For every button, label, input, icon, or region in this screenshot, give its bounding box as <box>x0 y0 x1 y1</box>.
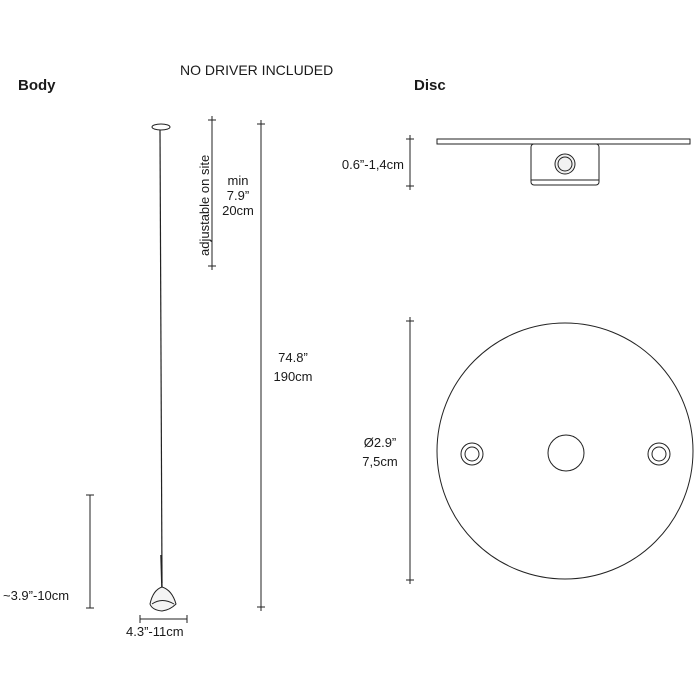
disc-diameter-cm: 7,5cm <box>362 454 398 469</box>
disc-title: Disc <box>414 77 446 94</box>
disc-thickness-label: 0.6”-1,4cm <box>341 157 404 172</box>
dim-head-height-line <box>86 494 94 609</box>
notice-no-driver: NO DRIVER INCLUDED <box>180 62 334 78</box>
min-cm: 20cm <box>222 203 254 218</box>
dim-disc-thickness-line <box>406 135 414 190</box>
adjustable-label: adjustable on site <box>197 154 212 256</box>
dim-total-height-line <box>257 120 265 611</box>
disc-center-hole <box>547 434 585 472</box>
dim-head-width-line <box>139 615 188 623</box>
dim-disc-diameter-line <box>406 317 414 584</box>
disc-diameter-inches: Ø2.9” <box>363 435 397 450</box>
total-height-inches: 74.8” <box>278 350 308 365</box>
body-title: Body <box>18 77 56 94</box>
disc-side-plate <box>436 138 691 145</box>
min-label: min <box>227 173 249 188</box>
body-lamp-head <box>149 586 177 612</box>
head-width-label: 4.3”-11cm <box>126 624 184 639</box>
total-height-cm: 190cm <box>273 369 313 384</box>
body-cable <box>159 129 163 584</box>
dim-adjustable-line <box>208 116 216 270</box>
head-height-label: ~3.9”-10cm <box>3 588 70 603</box>
disc-top-circle <box>436 322 694 580</box>
min-inches: 7.9” <box>226 188 250 203</box>
disc-right-screw <box>647 442 671 466</box>
disc-left-screw <box>460 442 484 466</box>
body-ceiling-cap <box>151 123 171 131</box>
